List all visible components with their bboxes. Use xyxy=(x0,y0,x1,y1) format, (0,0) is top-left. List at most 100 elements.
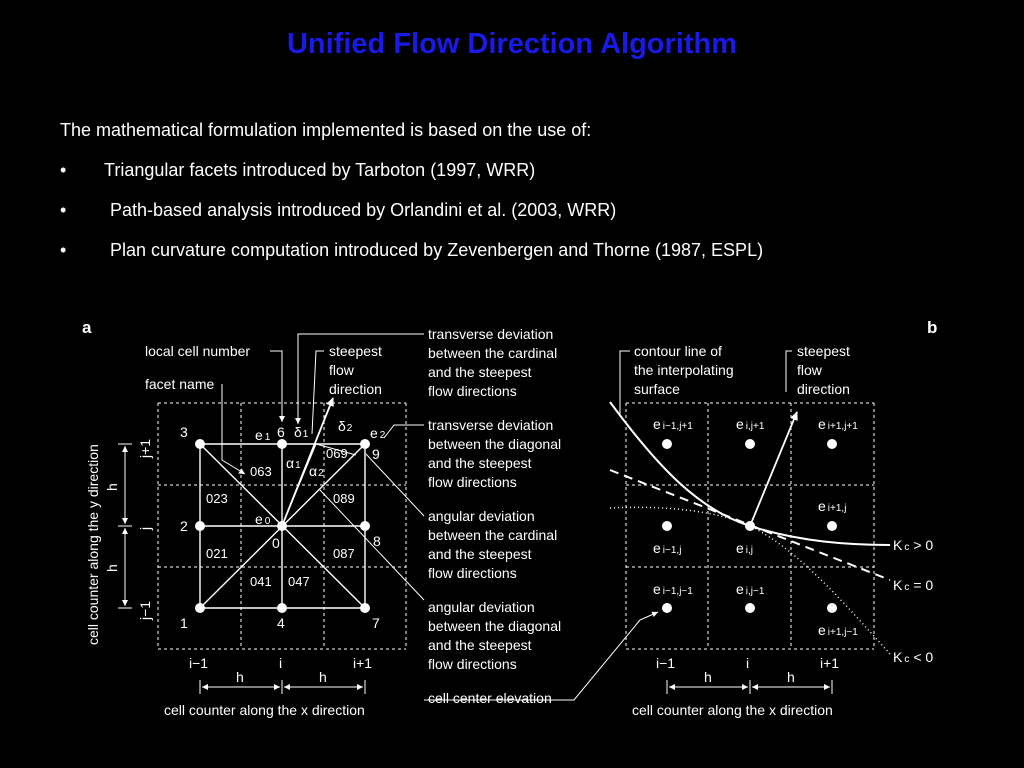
cell-number: 9 xyxy=(372,446,380,462)
cell-number: 6 xyxy=(277,424,285,440)
steepest-callout-b-1: steepest xyxy=(797,343,850,359)
y-tick: j+1 xyxy=(137,439,153,459)
angular-diagonal-2: between the diagonal xyxy=(428,618,561,634)
x-tick: i+1 xyxy=(820,655,839,671)
panel-a-callouts: local cell number facet name steepest fl… xyxy=(145,326,561,706)
y-tick: j xyxy=(137,527,153,531)
x-tick: i+1 xyxy=(353,655,372,671)
bullet-text: Plan curvature computation introduced by… xyxy=(110,240,764,260)
contour-callout-1: contour line of xyxy=(634,343,722,359)
facet-name-callout: facet name xyxy=(145,376,214,392)
transverse-cardinal-4: flow directions xyxy=(428,383,517,399)
panel-b-grid xyxy=(625,402,875,650)
y-tick: j−1 xyxy=(137,601,153,621)
panel-a: a xyxy=(82,318,641,718)
cell-center-elevation-callout: cell center elevation xyxy=(428,690,552,706)
cell-number: 7 xyxy=(372,615,380,631)
h-label: h xyxy=(319,669,327,685)
cell-number: 8 xyxy=(373,533,381,549)
panel-a-x-dims xyxy=(199,680,366,694)
facet-name: 069 xyxy=(326,446,348,461)
cell-number: 4 xyxy=(277,615,285,631)
slide-title: Unified Flow Direction Algorithm xyxy=(286,28,738,60)
panel-a-label: a xyxy=(82,318,92,337)
steepest-callout-b-3: direction xyxy=(797,381,850,397)
x-tick: i xyxy=(746,655,749,671)
x-tick: i−1 xyxy=(656,655,675,671)
facet-name: 041 xyxy=(250,574,272,589)
panel-b-callouts: contour line of the interpolating surfac… xyxy=(634,343,850,397)
cell-number: 0 xyxy=(272,535,280,551)
angular-diagonal-4: flow directions xyxy=(428,656,517,672)
panel-b-label: b xyxy=(927,318,937,337)
cell-number: 2 xyxy=(180,518,188,534)
facet-name: 021 xyxy=(206,546,228,561)
facet-name: 023 xyxy=(206,491,228,506)
x-axis-label: cell counter along the x direction xyxy=(164,702,365,718)
panel-b-x-dims xyxy=(666,680,833,694)
angular-diagonal-1: angular deviation xyxy=(428,599,535,615)
h-label: h xyxy=(104,483,120,491)
panel-b-x-axis: i−1 i i+1 h h cell counter along the x d… xyxy=(632,655,839,718)
steepest-callout-2: flow xyxy=(329,362,355,378)
h-label: h xyxy=(236,669,244,685)
bullet-dot: • xyxy=(60,240,67,260)
transverse-deviation-line xyxy=(315,443,357,456)
panel-b-nodes xyxy=(662,439,837,613)
angular-cardinal-1: angular deviation xyxy=(428,508,535,524)
facet-name: 089 xyxy=(333,491,355,506)
alpha2-label: α2 xyxy=(309,463,324,479)
h-label: h xyxy=(704,669,712,685)
panel-a-leaders xyxy=(221,333,641,701)
delta2-label: δ2 xyxy=(338,418,353,434)
facet-name: 047 xyxy=(288,574,310,589)
transverse-diagonal-2: between the diagonal xyxy=(428,436,561,452)
steepest-callout-b-2: flow xyxy=(797,362,823,378)
x-tick: i xyxy=(279,655,282,671)
steepest-callout-3: direction xyxy=(329,381,382,397)
transverse-arc xyxy=(281,443,317,527)
steepest-flow-arrow-b xyxy=(749,411,798,527)
transverse-diagonal-1: transverse deviation xyxy=(428,417,553,433)
angular-cardinal-4: flow directions xyxy=(428,565,517,581)
facet-names: 063 069 023 089 021 087 041 047 xyxy=(206,446,355,589)
transverse-cardinal-3: and the steepest xyxy=(428,364,532,380)
transverse-diagonal-4: flow directions xyxy=(428,474,517,490)
cell-number: 3 xyxy=(180,424,188,440)
contour-callout-3: surface xyxy=(634,381,680,397)
panel-a-x-axis: i−1 i i+1 h h cell counter along the x d… xyxy=(164,655,372,718)
intro-text: The mathematical formulation implemented… xyxy=(60,120,592,140)
h-label: h xyxy=(787,669,795,685)
angular-diagonal-3: and the steepest xyxy=(428,637,532,653)
cell-number: 1 xyxy=(180,615,188,631)
local-cell-number-callout: local cell number xyxy=(145,343,250,359)
h-label: h xyxy=(104,564,120,572)
panel-a-y-axis: cell counter along the y direction j+1 j… xyxy=(85,439,153,645)
panel-b-leaders xyxy=(619,350,792,621)
curve-kc-negative xyxy=(609,506,891,655)
transverse-cardinal-2: between the cardinal xyxy=(428,345,557,361)
contour-callout-2: the interpolating xyxy=(634,362,734,378)
transverse-diagonal-3: and the steepest xyxy=(428,455,532,471)
alpha1-label: α1 xyxy=(286,455,301,471)
bullet-text: Path-based analysis introduced by Orland… xyxy=(110,200,617,220)
x-tick: i−1 xyxy=(189,655,208,671)
bullet-text: Triangular facets introduced by Tarboton… xyxy=(104,160,536,180)
